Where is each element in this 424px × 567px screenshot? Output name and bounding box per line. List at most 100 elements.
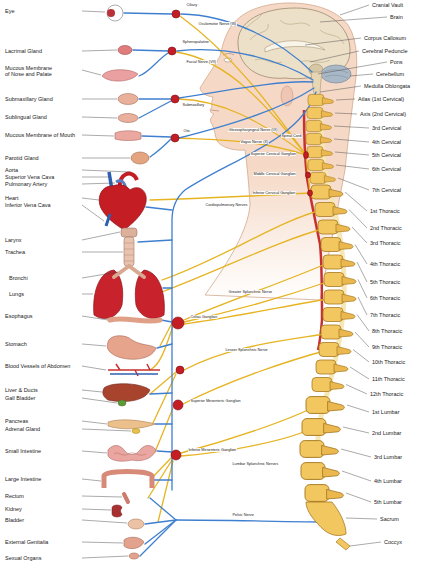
- splanchnic-nerve: [184, 298, 333, 324]
- vertebra-label: 3rd Cervical: [372, 125, 401, 131]
- nerve-label: Submaxillary: [182, 103, 205, 107]
- leader-line: [350, 367, 369, 379]
- vertebra: [308, 159, 334, 170]
- leader-line: [82, 294, 93, 295]
- inferior-vena-cava: [106, 214, 110, 226]
- brain-part-label: Medulla Oblongata: [364, 83, 410, 89]
- organ-label: Gall Bladder: [5, 395, 35, 401]
- nerve-label: Facial Nerve (VII): [186, 60, 217, 64]
- vertebra-label: 4th Cervical: [372, 139, 401, 145]
- nerve-label: Cardiopulmonary Nerves: [205, 203, 248, 207]
- vertebra-label: 8th Thoracic: [372, 328, 402, 334]
- vertebra-label: 10th Thoracic: [372, 359, 405, 365]
- vertebra: [305, 485, 343, 502]
- leader-line: [357, 315, 369, 332]
- brain-part-label: Corpus Callosum: [364, 35, 406, 41]
- organ-label: Inferior Vena Cava: [5, 202, 51, 208]
- leader-line: [82, 50, 117, 51]
- sympathetic-nerve: [179, 99, 306, 155]
- sympathetic-branch: [155, 408, 173, 452]
- leader-line: [82, 429, 131, 431]
- ganglion: [171, 95, 179, 103]
- parasympathetic-branch: [133, 50, 168, 51]
- ganglion: [306, 172, 311, 178]
- organ-label: External Genitalia: [5, 539, 48, 545]
- parasympathetic-branch: [139, 98, 171, 99]
- vertebra-label: 7th Thoracic: [370, 312, 400, 318]
- leader-line: [310, 51, 359, 62]
- vagus-branch: [153, 479, 172, 480]
- organ-label: Eye: [5, 8, 14, 14]
- ganglion: [172, 10, 180, 18]
- genitalia-organ: [124, 537, 144, 548]
- right-lung: [135, 270, 164, 318]
- coccyx: [336, 538, 350, 550]
- vagus-branch: [155, 423, 172, 424]
- splanchnic-nerve: [181, 427, 315, 456]
- vertebra-label: 4th Lumbar: [374, 478, 402, 484]
- leader-line: [350, 542, 381, 546]
- esophagus-organ: [110, 319, 160, 321]
- vertebra-label: 6th Thoracic: [370, 295, 400, 301]
- head-silhouette: [200, 3, 357, 300]
- leader-line: [353, 350, 369, 363]
- leader-line: [336, 165, 369, 169]
- organ-label: Lungs: [9, 291, 24, 297]
- nerve-label: Oculomotor Nerve (III): [198, 22, 237, 26]
- nerve-label: Inferior Mesenteric Ganglion: [188, 448, 237, 452]
- organ-label: Parotid Gland: [5, 155, 39, 161]
- ganglion: [176, 366, 184, 374]
- leader-line: [350, 74, 373, 76]
- vertebra-label: 3rd Thoracic: [370, 240, 400, 246]
- vertebra: [302, 419, 340, 436]
- vertebra: [316, 360, 348, 374]
- organ-label: Esophagus: [5, 313, 33, 319]
- nasal-mucosa: [102, 70, 138, 81]
- nerve-label: Lumbar Splanchnic Nerves: [232, 462, 279, 466]
- leader-line: [82, 520, 127, 523]
- leader-line: [357, 262, 367, 282]
- organ-label: Pulmonary Artery: [5, 181, 47, 187]
- sympathetic-nerve: [162, 210, 322, 280]
- vertebra-label: Atlas (1st Cervical): [358, 96, 404, 102]
- leader-line: [82, 158, 130, 159]
- leader-line: [320, 17, 387, 22]
- vertebra: [306, 133, 332, 144]
- vertebra: [300, 441, 338, 458]
- leader-line: [341, 449, 371, 457]
- cranial-nerve: [181, 14, 312, 72]
- eye-iris: [107, 9, 115, 17]
- leader-line: [82, 366, 106, 370]
- organ-label: Mucous Membrane of Nose and Palate: [5, 65, 57, 77]
- ganglion: [168, 47, 176, 55]
- nerve-label: Otic: [183, 129, 191, 133]
- ganglion: [171, 450, 181, 460]
- brain-part-label: Cerebellum: [376, 71, 404, 77]
- intestine-coils: [114, 453, 146, 455]
- rectum-organ: [124, 494, 128, 502]
- leader-line: [82, 117, 117, 118]
- nerve-label: Middle Cervical Ganglion: [253, 172, 296, 176]
- vertebra: [301, 463, 339, 480]
- vertebra-label: 9th Thoracic: [372, 344, 402, 350]
- leader-line: [82, 542, 123, 543]
- large-intestine-organ: [104, 472, 152, 489]
- vertebra: [310, 172, 336, 183]
- pelvic-branch: [145, 520, 176, 544]
- leader-line: [343, 427, 369, 433]
- vertebra: [306, 397, 344, 414]
- ganglion: [308, 190, 313, 196]
- vertebra-label: 5th Cervical: [372, 152, 401, 158]
- leader-line: [345, 192, 367, 211]
- pelvic-branch: [140, 520, 176, 556]
- leader-line: [82, 135, 114, 136]
- leader-line: [358, 280, 367, 299]
- leader-line: [82, 272, 118, 278]
- vagus-branch: [150, 393, 172, 394]
- vertebra: [312, 378, 344, 392]
- ganglion: [304, 152, 309, 159]
- leader-line: [340, 5, 369, 15]
- sexual-organ: [129, 553, 139, 559]
- heart-organ: [99, 185, 146, 230]
- nerve-label: Lesser Splanchnic Nerve: [225, 348, 268, 352]
